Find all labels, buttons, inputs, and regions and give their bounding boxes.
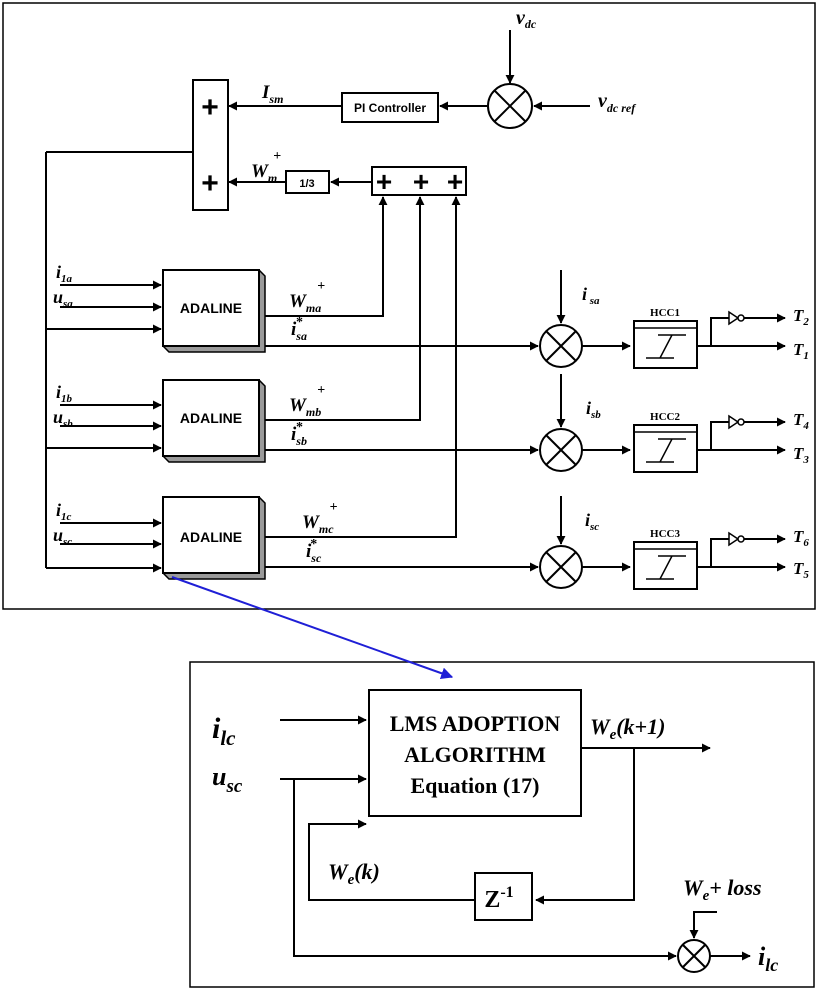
label-wm-b: Wmb+ — [289, 383, 325, 419]
label-istar-a: isa* — [291, 315, 307, 343]
svg-text:+: + — [201, 167, 219, 200]
label-we-k: We(k) — [328, 859, 380, 888]
label-istar-b: isb* — [291, 420, 307, 448]
bottom-frame — [189, 661, 815, 988]
summing-junction-c — [539, 545, 583, 589]
pi-controller-block: PI Controller — [341, 92, 439, 123]
label-t-upper-c: T6 — [793, 527, 809, 549]
svg-text:+: + — [413, 166, 429, 197]
svg-text:ADALINE: ADALINE — [180, 300, 242, 316]
three-input-adder-block: + + + — [371, 166, 467, 197]
svg-text:+: + — [201, 91, 219, 124]
label-is-b: isb — [586, 398, 601, 421]
inverter-icon — [728, 310, 740, 326]
label-us-c: usc — [53, 525, 72, 548]
label-t-lower-b: T3 — [793, 444, 809, 466]
label-us-a: usa — [53, 287, 73, 310]
label-usc-in: usc — [212, 762, 243, 797]
label-ism: Ism — [261, 82, 283, 106]
label-we-loss: We+ loss — [683, 875, 762, 904]
svg-text:PI Controller: PI Controller — [354, 101, 426, 115]
adaline-block-c: ADALINE — [162, 496, 266, 580]
label-t-upper-a: T2 — [793, 306, 809, 328]
top-frame — [2, 2, 816, 610]
svg-text:ALGORITHM: ALGORITHM — [404, 742, 546, 767]
label-vdc-ref: vdc ref — [598, 90, 636, 115]
zoom-pointer-arrow — [171, 576, 454, 680]
label-istar-c: isc* — [306, 537, 322, 565]
svg-text:+: + — [447, 166, 463, 197]
lms-algorithm-block: LMS ADOPTION ALGORITHM Equation (17) — [368, 689, 582, 817]
svg-text:ADALINE: ADALINE — [180, 410, 242, 426]
label-il-c: i1c — [56, 500, 72, 523]
inverter-icon — [728, 531, 740, 547]
label-wm-c: Wmc+ — [302, 500, 338, 536]
vdc-summing-junction — [487, 83, 533, 129]
left-adder-block: + + — [192, 79, 229, 211]
label-ilc-in: ilc — [212, 712, 236, 750]
label-il-b: i1b — [56, 382, 73, 405]
svg-text:ADALINE: ADALINE — [180, 529, 242, 545]
svg-text:HCC1: HCC1 — [650, 307, 680, 319]
hcc-block-a: HCC1 — [633, 307, 698, 369]
label-is-a: i sa — [582, 284, 600, 307]
one-third-gain-block: 1/3 — [285, 170, 330, 194]
label-il-a: i1a — [56, 262, 73, 285]
svg-text:+: + — [376, 166, 392, 197]
label-is-c: isc — [585, 510, 599, 533]
label-us-b: usb — [53, 407, 73, 430]
unit-delay-block: Z-1 — [474, 872, 533, 921]
svg-text:1/3: 1/3 — [299, 178, 314, 190]
label-t-lower-a: T1 — [793, 340, 809, 362]
summing-junction-b — [539, 428, 583, 472]
label-we-k1: We(k+1) — [590, 714, 665, 743]
svg-text:HCC2: HCC2 — [650, 411, 680, 423]
label-t-upper-b: T4 — [793, 410, 809, 432]
label-wm-plus: Wm+ — [251, 149, 281, 185]
svg-text:HCC3: HCC3 — [650, 528, 680, 540]
hcc-block-b: HCC2 — [633, 411, 698, 473]
svg-text:Equation (17): Equation (17) — [411, 773, 540, 798]
summing-junction-a — [539, 324, 583, 368]
label-wm-a: Wma+ — [289, 279, 325, 315]
adaline-block-b: ADALINE — [162, 379, 266, 463]
svg-text:Z-1: Z-1 — [484, 884, 513, 913]
loss-summing-junction — [677, 939, 711, 973]
label-ilc-out: ilc — [758, 942, 778, 975]
label-vdc: vdc — [516, 7, 537, 31]
inverter-icon — [728, 414, 740, 430]
hcc-block-c: HCC3 — [633, 528, 698, 590]
label-t-lower-c: T5 — [793, 559, 809, 581]
adaline-block-a: ADALINE — [162, 269, 266, 353]
svg-text:LMS ADOPTION: LMS ADOPTION — [390, 711, 561, 736]
